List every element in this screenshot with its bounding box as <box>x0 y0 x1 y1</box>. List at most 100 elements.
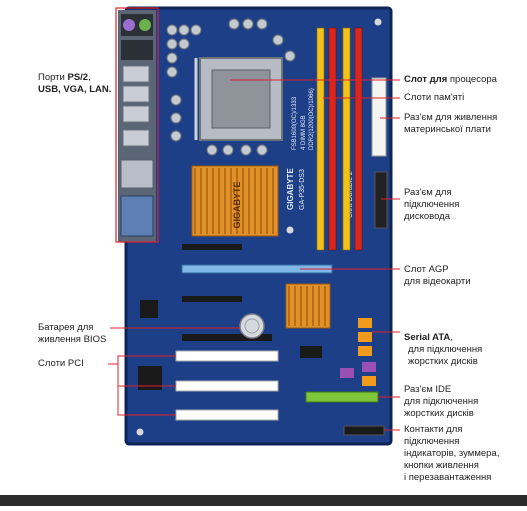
capacitor <box>272 34 284 46</box>
usb-port <box>122 65 150 83</box>
capacitor <box>170 94 182 106</box>
capacitor <box>256 144 268 156</box>
mounting-hole <box>286 226 294 234</box>
capacitor <box>228 18 240 30</box>
label-serial-ata: Serial ATA, для підключення жорстких дис… <box>404 332 482 368</box>
capacitor <box>178 38 190 50</box>
capacitor <box>256 18 268 30</box>
heatsink-fin <box>288 286 290 326</box>
lan-port <box>120 159 154 189</box>
label-pci-slots: Слоти PCI <box>38 358 84 370</box>
pcie-x1-slot <box>182 296 242 302</box>
label-front-line1: Контакти для <box>404 424 463 435</box>
bios-chip <box>300 346 322 358</box>
label-ports-text: Порти <box>38 72 68 83</box>
heatsink-fin <box>272 168 274 234</box>
cpu-socket <box>194 57 283 141</box>
ps2-mouse-socket <box>139 19 151 31</box>
vga-port <box>120 195 154 237</box>
label-cpu-socket-bold: Слот для <box>404 74 448 85</box>
ram-slot <box>328 27 337 251</box>
memory-slots <box>316 27 363 251</box>
board-model-vertical: GA-P35-DS3 <box>299 169 306 210</box>
label-floppy-line3: дисковода <box>404 211 450 222</box>
label-agp-slot: Слот AGP для відеокарти <box>404 264 471 288</box>
heatsink-fin <box>212 168 214 234</box>
capacitor <box>178 24 190 36</box>
ports-highlight-frame <box>115 7 159 243</box>
capacitor <box>170 130 182 142</box>
label-sata-bold: Serial ATA <box>404 332 451 343</box>
label-floppy-line2: підключення <box>404 199 460 210</box>
capacitor <box>166 52 178 64</box>
label-floppy-connector: Раз'єм для підключення дисковода <box>404 187 459 223</box>
heatsink-fin <box>254 168 256 234</box>
label-ports-comma: , <box>88 72 91 83</box>
label-front-line2: підключення <box>404 436 460 447</box>
label-power-line1: Раз'єм для живлення <box>404 112 498 123</box>
bios-battery-rim <box>244 318 260 334</box>
label-front-line4: кнопки живлення <box>404 460 479 471</box>
capacitor <box>166 24 178 36</box>
label-front-line3: індикаторів, зуммера, <box>404 448 500 459</box>
label-memory-slots: Слоти пам'яті <box>404 92 464 104</box>
heatsink-fin <box>260 168 262 234</box>
leader-line-pci <box>117 386 176 416</box>
label-ports: Порти PS/2, USB, VGA, LAN. <box>38 72 111 96</box>
label-ports-line2: USB, VGA, LAN. <box>38 84 112 95</box>
floppy-connector <box>374 171 388 229</box>
heatsink-fin <box>224 168 226 234</box>
sata-port <box>358 346 372 356</box>
leader-line-pci <box>108 355 176 365</box>
usb-port <box>122 105 150 123</box>
label-sata-line2: для підключення <box>408 344 483 355</box>
capacitor <box>170 112 182 124</box>
heatsink-fin <box>266 168 268 234</box>
label-cpu-socket-rest: процесора <box>447 74 497 85</box>
heatsink-fin <box>230 168 232 234</box>
label-bios-battery: Батарея для живлення BIOS <box>38 322 106 346</box>
heatsink-fin <box>236 168 238 234</box>
label-front-panel: Контакти для підключення індикаторів, зу… <box>404 424 499 484</box>
label-ports-ps2: PS/2 <box>67 72 89 83</box>
heatsink-fin <box>206 168 208 234</box>
heatsink-fin <box>200 168 202 234</box>
ram-slot <box>342 27 351 251</box>
mounting-hole <box>136 428 144 436</box>
heatsink-fin <box>324 286 326 326</box>
ultra-durable-text: Ultra Durable 2 <box>347 171 354 218</box>
pcie-x16-slot <box>182 334 272 341</box>
heatsink-fin <box>306 286 308 326</box>
southbridge-heatsink <box>285 283 331 329</box>
label-floppy-line1: Раз'єм для <box>404 187 452 198</box>
atx-power-connector <box>371 77 387 157</box>
label-front-line5: і перезавантаження <box>404 472 492 483</box>
ram-slot <box>316 27 325 251</box>
label-memory-slots-text: Слоти пам'яті <box>404 92 465 103</box>
sata-port <box>362 376 376 386</box>
rear-io-panel <box>115 7 159 243</box>
sata-ports <box>340 318 376 386</box>
heatsink-fin <box>248 168 250 234</box>
label-ide-line3: жорстких дисків <box>404 408 474 419</box>
capacitor <box>240 144 252 156</box>
capacitor <box>242 18 254 30</box>
ide-connector <box>305 391 379 403</box>
label-power-connector: Раз'єм для живлення материнської плати <box>404 112 497 136</box>
label-power-line2: материнської плати <box>404 124 491 135</box>
capacitors <box>166 18 296 156</box>
capacitor <box>206 144 218 156</box>
board-brand-vertical: GIGABYTE <box>286 168 295 210</box>
heatsink-fin <box>194 168 196 234</box>
capacitor <box>166 66 178 78</box>
memory-spec-1: FSB1600(OC)/1333 <box>292 96 298 150</box>
pcie-x1-slot <box>182 244 242 250</box>
heatsink-fin <box>312 286 314 326</box>
sata-port <box>358 332 372 342</box>
northbridge-heatsink: GIGABYTE <box>191 165 279 237</box>
pci-slots <box>175 350 279 421</box>
memory-spec-3: DDR2(1200(OC)/1066) <box>309 88 315 150</box>
label-ide-connector: Раз'єм IDE для підключення жорстких диск… <box>404 384 478 420</box>
audio-chip <box>140 300 158 318</box>
